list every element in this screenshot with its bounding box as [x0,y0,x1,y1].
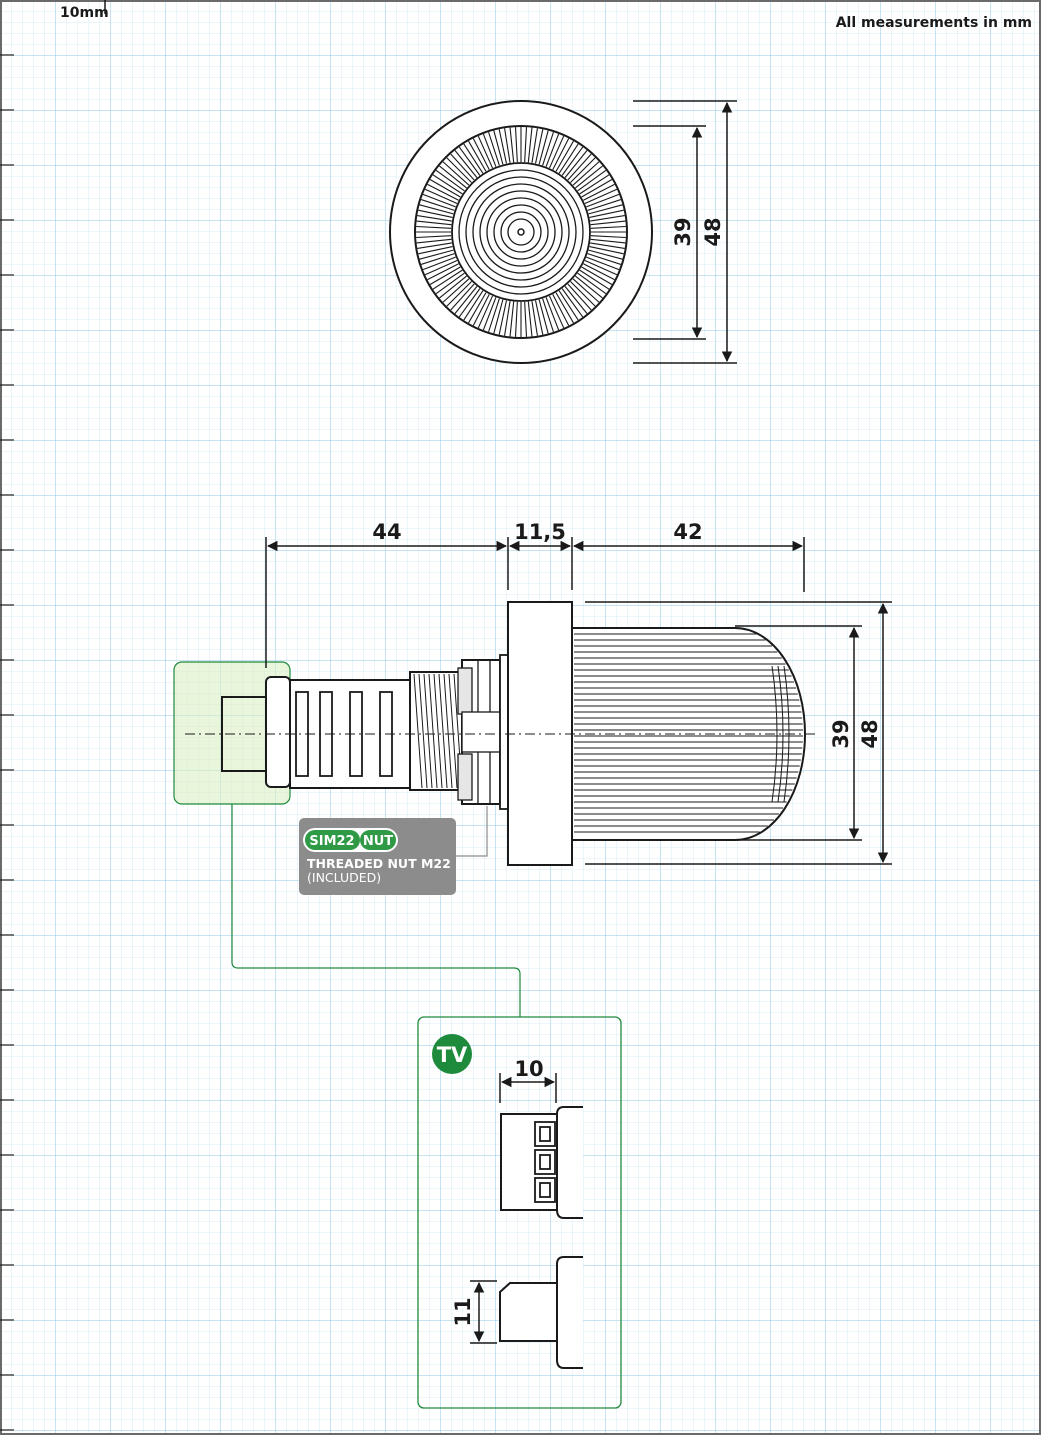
tv-height-label: 11 [451,1297,475,1326]
nut-washer [499,654,509,810]
front-view: 39 48 [389,100,737,364]
rear-cap [265,676,291,788]
side-inner-diameter-label: 39 [829,719,853,748]
nut-code-left-pill [305,830,360,850]
rear-length-label: 44 [372,520,401,544]
units-note: All measurements in mm [836,15,1032,31]
front-outer-diameter-label: 48 [701,217,725,246]
front-inner-diameter-label: 39 [671,217,695,246]
side-outer-diameter-label: 48 [858,719,882,748]
nut-callout: SIM22 NUT THREADED NUT M22 (INCLUDED) [299,806,488,895]
scale-label: 10mm [60,5,109,21]
thread-lines [413,673,463,789]
nut-badge-title: THREADED NUT M22 [307,856,451,871]
tv-badge-label: TV [437,1043,468,1067]
tv-terminal-screws [534,1121,556,1203]
tv-detail: TV 10 11 [231,804,622,1409]
left-ruler-ticks [0,54,14,1431]
front-view-concentric-rings [458,169,584,295]
front-view-center-dot [517,228,525,236]
side-view: 44 11,5 42 39 48 [173,520,892,866]
dome-length-label: 42 [673,520,702,544]
tv-detail-box [417,1016,622,1409]
tv-side-cap [556,1256,583,1369]
tv-side-body [499,1282,558,1342]
tv-width-label: 10 [514,1057,543,1081]
lens-dome-ribs [574,633,803,833]
nut-code-left: SIM22 [309,834,354,849]
tv-badge [432,1034,472,1074]
flange-length-label: 11,5 [514,520,566,544]
nut-leader-line [456,806,488,857]
tv-leader-line [231,804,521,1017]
nut-facets [457,660,501,804]
tv-terminal-cap [556,1106,583,1219]
nut-code-right-pill [360,830,396,850]
front-view-lens-ribs [416,127,626,337]
nut-code-right: NUT [363,834,393,849]
nut-badge-subtitle: (INCLUDED) [307,870,381,885]
